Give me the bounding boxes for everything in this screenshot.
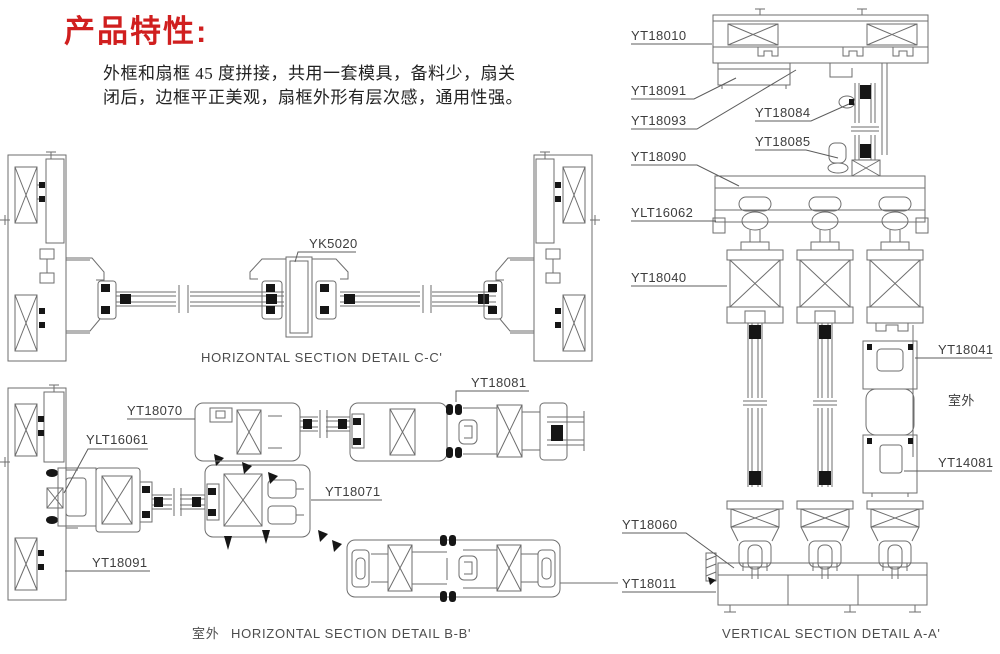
caption-section-bb: HORIZONTAL SECTION DETAIL B-B' bbox=[231, 626, 472, 641]
bb-left-mullion bbox=[0, 384, 78, 601]
section-aa-drawing bbox=[705, 8, 929, 613]
aa-sill-profile bbox=[717, 562, 928, 613]
leader-yt18081 bbox=[455, 390, 529, 402]
cc-left-sash bbox=[66, 257, 117, 332]
label-yt14081: YT14081 bbox=[938, 455, 994, 470]
bb-row3-gaskets bbox=[440, 535, 456, 602]
label-yt18071: YT18071 bbox=[325, 484, 381, 499]
cc-glass-left bbox=[116, 285, 284, 313]
label-yt18041: YT18041 bbox=[938, 342, 994, 357]
aa-head-frame bbox=[712, 8, 929, 64]
bb-row2-block-a bbox=[95, 467, 153, 533]
description-line-1: 外框和扇框 45 度拼接，共用一套模具，备料少，扇关 bbox=[103, 64, 516, 83]
cc-left-mullion bbox=[0, 151, 90, 362]
label-yt18011: YT18011 bbox=[622, 576, 677, 591]
bb-glass-1 bbox=[152, 488, 205, 516]
aa-sash-bottoms bbox=[726, 500, 924, 579]
cc-right-sash bbox=[483, 257, 534, 332]
bb-right-end bbox=[539, 402, 585, 461]
section-cc-drawing bbox=[0, 151, 600, 362]
label-yt18040: YT18040 bbox=[631, 270, 687, 285]
aa-fixed-meeting-profiles bbox=[862, 340, 918, 497]
cc-center-mullion-yk5020 bbox=[249, 256, 349, 338]
label-yt18060: YT18060 bbox=[622, 517, 678, 532]
bb-row2-block-b bbox=[204, 464, 311, 538]
leader-yt18093 bbox=[631, 69, 797, 130]
aa-interlock-glass bbox=[827, 83, 881, 177]
label-yt18070: YT18070 bbox=[127, 403, 183, 418]
label-yt18085: YT18085 bbox=[755, 134, 811, 149]
caption-section-cc: HORIZONTAL SECTION DETAIL C-C' bbox=[201, 350, 443, 365]
leader-yt18091-aa bbox=[631, 77, 737, 100]
bb-meeting-interlock bbox=[446, 404, 540, 458]
label-yt18091-bb: YT18091 bbox=[92, 555, 148, 570]
label-outdoor-bb: 室外 bbox=[192, 626, 220, 641]
leader-yt18084 bbox=[755, 103, 850, 122]
caption-section-aa: VERTICAL SECTION DETAIL A-A' bbox=[722, 626, 941, 641]
leader-yk5020 bbox=[294, 251, 356, 263]
aa-glass-panels bbox=[743, 323, 837, 487]
description-line-2: 闭后，边框平正美观，扇框外形有层次感，通用性强。 bbox=[103, 88, 523, 107]
bb-glass-2 bbox=[300, 410, 350, 438]
label-outdoor-aa: 室外 bbox=[948, 393, 975, 408]
leader-yt18090 bbox=[631, 164, 740, 187]
label-ylt16061: YLT16061 bbox=[86, 432, 149, 447]
section-bb-drawing bbox=[0, 384, 618, 602]
aa-track-profile bbox=[712, 175, 929, 234]
label-yt18084: YT18084 bbox=[755, 105, 811, 120]
leader-ylt16061 bbox=[63, 448, 148, 494]
leader-yt18085 bbox=[755, 149, 839, 159]
label-yt18010: YT18010 bbox=[631, 28, 687, 43]
aa-interlock-hanger bbox=[829, 63, 888, 155]
label-yt18093: YT18093 bbox=[631, 113, 687, 128]
cc-right-mullion bbox=[510, 151, 600, 362]
label-yk5020: YK5020 bbox=[309, 236, 358, 251]
bb-corner-sash bbox=[46, 467, 97, 527]
feature-description: 外框和扇框 45 度拼接，共用一套模具，备料少，扇关 闭后，边框平正美观，扇框外… bbox=[103, 62, 563, 110]
page-title: 产品特性: bbox=[64, 14, 209, 49]
bb-interlock-gaskets bbox=[214, 454, 342, 552]
leader-yt18060 bbox=[622, 532, 735, 569]
bb-row1-sash-left bbox=[194, 402, 301, 462]
label-ylt16062: YLT16062 bbox=[631, 205, 694, 220]
label-yt18091-aa: YT18091 bbox=[631, 83, 687, 98]
label-yt18090: YT18090 bbox=[631, 149, 687, 164]
label-yt18081: YT18081 bbox=[471, 375, 527, 390]
aa-wall-anchor bbox=[705, 552, 717, 585]
